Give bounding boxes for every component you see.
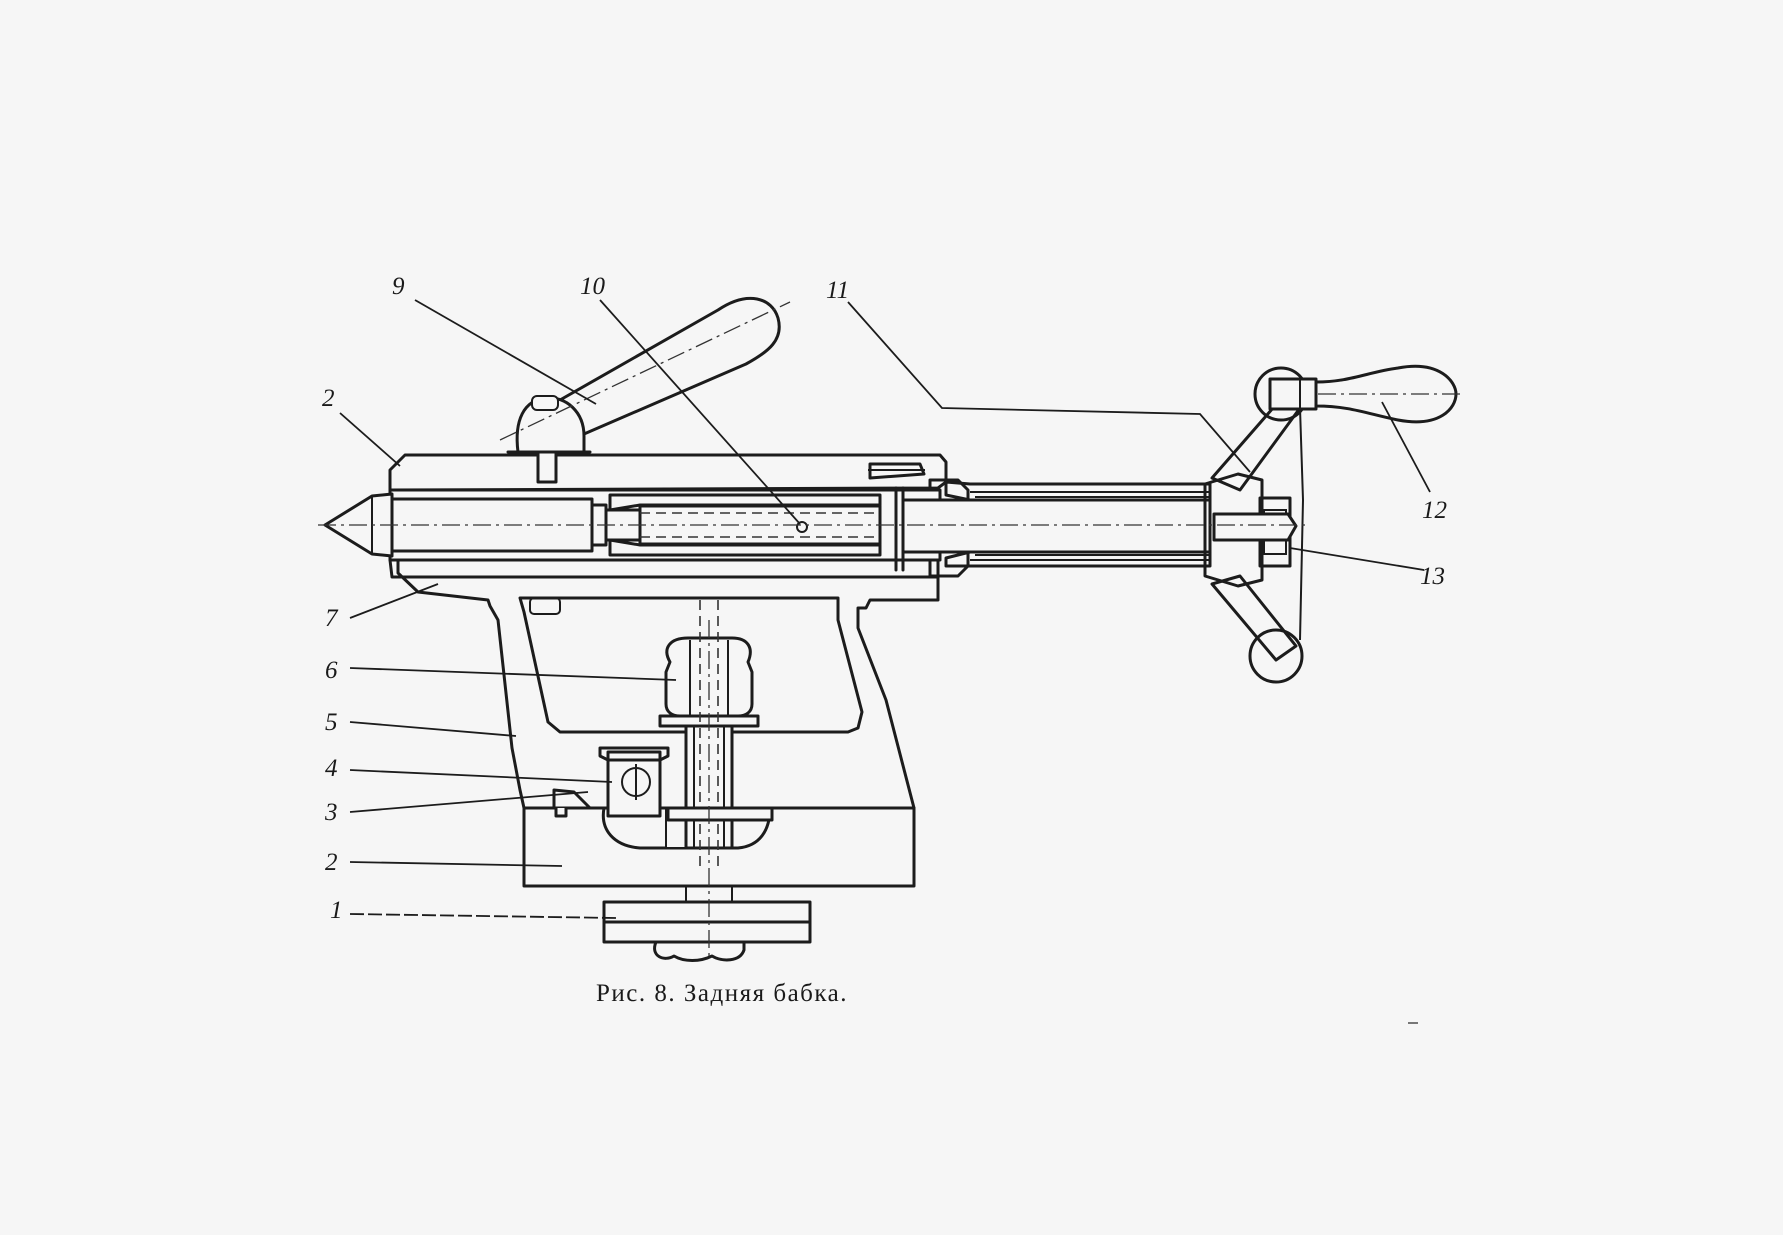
leader-2-bottom — [349, 861, 563, 867]
clamp-bolt-assembly — [598, 600, 812, 962]
lead-screw — [901, 480, 1212, 568]
clamp-screw — [536, 450, 558, 484]
leader-lines — [339, 299, 1431, 919]
clamp-pad-upper — [602, 900, 812, 924]
callout-9: 9 — [392, 273, 405, 300]
leader-12 — [1381, 401, 1431, 493]
callout-10: 10 — [580, 273, 606, 300]
leader-3 — [349, 791, 589, 813]
quill-housing-bottom — [388, 558, 940, 579]
handle-pin — [1268, 377, 1318, 411]
leader-13 — [1289, 547, 1425, 571]
leader-6 — [349, 667, 677, 681]
screw-shaft — [901, 498, 1212, 554]
callout-3: 3 — [324, 799, 338, 826]
leader-7 — [349, 583, 439, 619]
leader-5 — [349, 721, 517, 737]
quill-key — [868, 462, 926, 480]
lever-cap — [531, 395, 559, 411]
leader-4 — [349, 769, 613, 783]
callout-4: 4 — [325, 755, 338, 782]
callout-12: 12 — [1422, 497, 1447, 524]
leader-11 — [847, 301, 1251, 473]
quill — [323, 462, 942, 572]
callout-13: 13 — [1420, 563, 1445, 590]
handwheel — [1203, 364, 1458, 684]
eccentric-bush — [598, 746, 670, 762]
callout-1: 1 — [330, 897, 343, 924]
quill-housing-top — [388, 453, 948, 492]
handwheel-rim-bottom — [1248, 628, 1304, 684]
callout-11: 11 — [826, 277, 849, 304]
handwheel-spoke-lower — [1210, 574, 1298, 662]
small-bolt-under-barrel — [529, 597, 561, 615]
handwheel-hub — [1203, 472, 1264, 588]
callout-2-top: 2 — [322, 385, 335, 412]
callout-2-bottom: 2 — [325, 849, 338, 876]
quill-neck — [590, 503, 608, 547]
leader-1 — [349, 913, 617, 919]
leader-9 — [414, 299, 597, 405]
clamp-plate — [666, 806, 774, 822]
callout-5: 5 — [325, 709, 338, 736]
callout-labels: 2 9 10 11 12 13 7 6 5 4 3 2 1 — [322, 273, 1447, 924]
clamp-lever — [499, 296, 791, 484]
callout-7: 7 — [325, 605, 339, 632]
clamp-pad-lower — [602, 920, 812, 944]
cross-pin — [796, 521, 808, 533]
figure-caption: Рис. 8. Задняя бабка. — [596, 980, 848, 1007]
leader-2-top — [339, 412, 401, 467]
leader-10 — [599, 299, 801, 525]
bottom-nut — [653, 940, 746, 962]
callout-6: 6 — [325, 657, 338, 684]
lever-arm — [558, 296, 781, 436]
